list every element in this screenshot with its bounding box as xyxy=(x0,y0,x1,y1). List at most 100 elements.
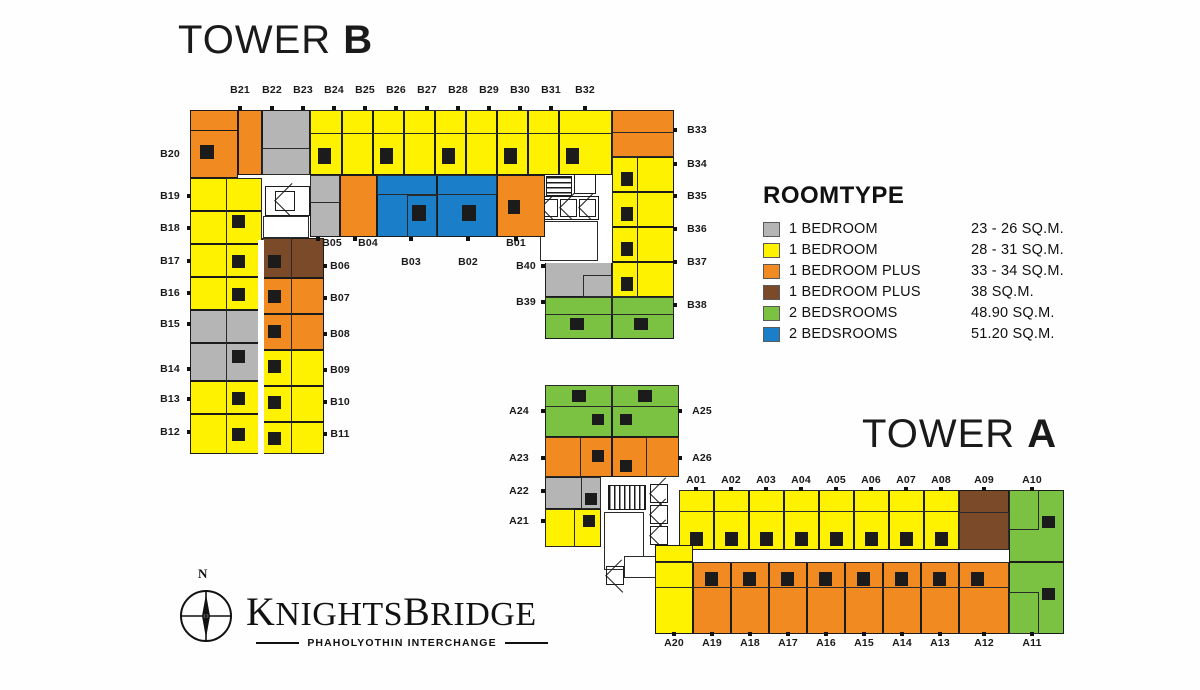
compass-icon xyxy=(180,590,232,642)
unit-B04[interactable] xyxy=(340,175,377,237)
partition xyxy=(545,385,612,407)
partition xyxy=(1009,490,1039,530)
partition xyxy=(310,175,340,203)
label-B11: B11 xyxy=(330,428,350,440)
label-B19: B19 xyxy=(160,190,180,202)
leader-tick xyxy=(799,487,803,491)
unit-B30[interactable] xyxy=(497,110,528,175)
unit-A01[interactable] xyxy=(679,490,714,550)
label-A11: A11 xyxy=(1022,637,1042,649)
leader-tick xyxy=(541,409,545,413)
tower-b-title: TOWER B xyxy=(178,18,373,63)
logo-rule-left xyxy=(256,642,300,644)
logo-subtitle-wrap: PHAHOLYOTHIN INTERCHANGE xyxy=(256,637,549,649)
leader-tick xyxy=(678,456,682,460)
bath-fixture xyxy=(232,215,245,228)
unit-B26[interactable] xyxy=(373,110,404,175)
partition xyxy=(612,157,638,297)
leader-tick xyxy=(323,368,327,372)
partition xyxy=(655,562,1009,588)
leader-tick xyxy=(238,106,242,110)
leader-tick xyxy=(900,632,904,636)
partition xyxy=(377,175,497,195)
lift-icon xyxy=(606,566,624,585)
logo-word-nights: NIGHTS xyxy=(275,596,404,633)
bath-fixture xyxy=(971,572,984,586)
label-B07: B07 xyxy=(330,292,350,304)
unit-B05[interactable] xyxy=(310,175,340,237)
unit-A12[interactable] xyxy=(959,562,1009,634)
leader-tick xyxy=(270,106,274,110)
legend-area: 51.20 SQ.M. xyxy=(971,326,1055,342)
leader-tick xyxy=(982,632,986,636)
leader-tick xyxy=(316,237,320,241)
bath-fixture xyxy=(1042,588,1055,600)
leader-tick xyxy=(353,237,357,241)
unit-B28[interactable] xyxy=(435,110,466,175)
lift-icon xyxy=(650,526,668,545)
bath-fixture xyxy=(592,414,604,425)
label-A22: A22 xyxy=(509,485,529,497)
leader-tick xyxy=(425,106,429,110)
label-B26: B26 xyxy=(386,84,406,96)
bath-fixture xyxy=(318,148,331,164)
label-B34: B34 xyxy=(687,158,707,170)
leader-tick xyxy=(541,519,545,523)
leader-tick xyxy=(323,332,327,336)
unit-B20b[interactable] xyxy=(190,130,238,178)
bath-fixture xyxy=(760,532,773,546)
unit-B25[interactable] xyxy=(342,110,373,175)
label-B29: B29 xyxy=(479,84,499,96)
bath-fixture xyxy=(725,532,738,546)
leader-tick xyxy=(869,487,873,491)
corridor-unit xyxy=(655,545,693,562)
legend-area: 33 - 34 SQ.M. xyxy=(971,263,1064,279)
unit-B24[interactable] xyxy=(310,110,342,175)
bath-fixture xyxy=(1042,516,1055,528)
logo-wordmark: KNIGHTSBRIDGE xyxy=(246,588,537,635)
label-B28: B28 xyxy=(448,84,468,96)
legend-swatch-gray xyxy=(763,221,780,237)
label-B02: B02 xyxy=(458,256,478,268)
bath-fixture xyxy=(268,432,281,445)
legend-area: 38 SQ.M. xyxy=(971,284,1034,300)
legend-swatch-orange xyxy=(763,263,780,279)
label-A03: A03 xyxy=(756,474,776,486)
bath-fixture xyxy=(634,318,648,330)
partition xyxy=(679,490,959,512)
label-B33: B33 xyxy=(687,124,707,136)
unit-B29[interactable] xyxy=(466,110,497,175)
logo-word-b: B xyxy=(403,589,431,634)
unit-B01[interactable] xyxy=(497,175,545,237)
unit-B23[interactable] xyxy=(262,110,310,175)
leader-tick xyxy=(323,296,327,300)
bath-fixture xyxy=(690,532,703,546)
bath-fixture xyxy=(830,532,843,546)
bath-fixture xyxy=(620,460,632,472)
leader-tick xyxy=(518,106,522,110)
label-A10: A10 xyxy=(1022,474,1042,486)
leader-tick xyxy=(834,487,838,491)
partition xyxy=(545,297,612,315)
leader-tick xyxy=(673,194,677,198)
unit-B31[interactable] xyxy=(528,110,559,175)
leader-tick xyxy=(301,106,305,110)
partition xyxy=(583,275,612,297)
unit-B27[interactable] xyxy=(404,110,435,175)
leader-tick xyxy=(694,487,698,491)
unit-B40[interactable] xyxy=(545,262,612,297)
bath-fixture xyxy=(268,360,281,373)
tower-a-title: TOWER A xyxy=(862,412,1057,457)
leader-tick xyxy=(549,106,553,110)
leader-tick xyxy=(710,632,714,636)
leader-tick xyxy=(673,128,677,132)
logo-word-k: K xyxy=(246,589,276,634)
leader-tick xyxy=(187,322,191,326)
unit-B22[interactable] xyxy=(238,110,262,175)
logo-subtitle: PHAHOLYOTHIN INTERCHANGE xyxy=(307,637,497,649)
label-B38: B38 xyxy=(687,299,707,311)
bath-fixture xyxy=(232,392,245,405)
label-B06: B06 xyxy=(330,260,350,272)
label-A04: A04 xyxy=(791,474,811,486)
leader-tick xyxy=(678,409,682,413)
